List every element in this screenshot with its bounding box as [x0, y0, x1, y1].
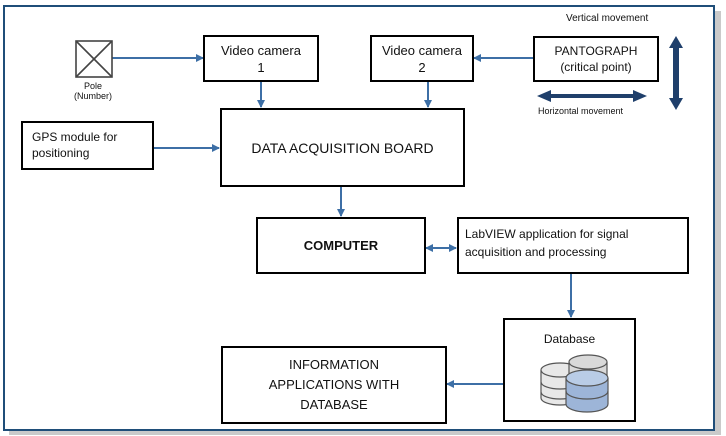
pole-label: Pole (Number) — [73, 81, 112, 101]
data-acquisition-board-node: DATA ACQUISITION BOARD — [220, 108, 465, 187]
pole-icon — [75, 40, 113, 78]
video-camera-2-title: Video camera — [382, 42, 462, 58]
data-acquisition-board-label: DATA ACQUISITION BOARD — [251, 139, 434, 156]
video-camera-1-number: 1 — [257, 59, 265, 75]
gps-module-line1: GPS module for — [32, 130, 118, 144]
video-camera-1-title: Video camera — [221, 42, 301, 58]
information-applications-node: INFORMATION APPLICATIONS WITH DATABASE — [221, 346, 447, 424]
labview-application-node: LabVIEW application for signal acquisiti… — [457, 217, 689, 274]
database-node: Database — [503, 318, 636, 422]
horizontal-movement-arrow — [537, 90, 647, 102]
gps-module-node: GPS module for positioning — [21, 121, 154, 170]
video-camera-2-number: 2 — [418, 59, 426, 75]
pantograph-subtitle: (critical point) — [560, 60, 632, 74]
vertical-movement-arrow — [669, 36, 683, 110]
computer-label: COMPUTER — [303, 238, 379, 253]
pantograph-title: PANTOGRAPH — [554, 44, 638, 58]
video-camera-2-node: Video camera 2 — [370, 35, 474, 82]
vertical-movement-label: Vertical movement — [566, 13, 649, 24]
info-line1: INFORMATION — [288, 357, 380, 372]
pantograph-node: PANTOGRAPH (critical point) — [533, 36, 659, 82]
database-label: Database — [543, 332, 596, 346]
computer-node: COMPUTER — [256, 217, 426, 274]
database-icon — [540, 354, 609, 413]
info-line3: DATABASE — [300, 397, 368, 412]
video-camera-1-node: Video camera 1 — [203, 35, 319, 82]
info-line2: APPLICATIONS WITH — [268, 377, 400, 392]
labview-line2: acquisition and processing — [465, 245, 607, 259]
gps-module-line2: positioning — [32, 146, 90, 160]
horizontal-movement-label: Horizontal movement — [538, 106, 624, 116]
labview-line1: LabVIEW application for signal — [465, 227, 629, 241]
